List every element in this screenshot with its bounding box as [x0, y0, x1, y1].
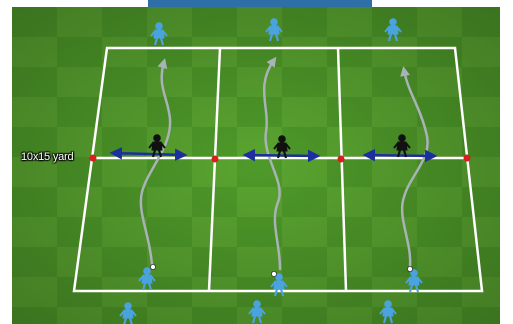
- cone-icon: [338, 156, 345, 163]
- pitch: [12, 7, 500, 324]
- grass-shade: [12, 7, 500, 324]
- cone-icon: [212, 156, 219, 163]
- ball-icon: [150, 264, 155, 269]
- field-size-label: 10x15 yard: [21, 151, 73, 163]
- double-arrow-icon: [245, 155, 318, 156]
- cone-icon: [464, 155, 471, 162]
- ball-icon: [271, 271, 276, 276]
- double-arrow-icon: [365, 155, 435, 156]
- ball-icon: [407, 266, 412, 271]
- top-banner: [148, 0, 372, 7]
- cone-icon: [90, 155, 97, 162]
